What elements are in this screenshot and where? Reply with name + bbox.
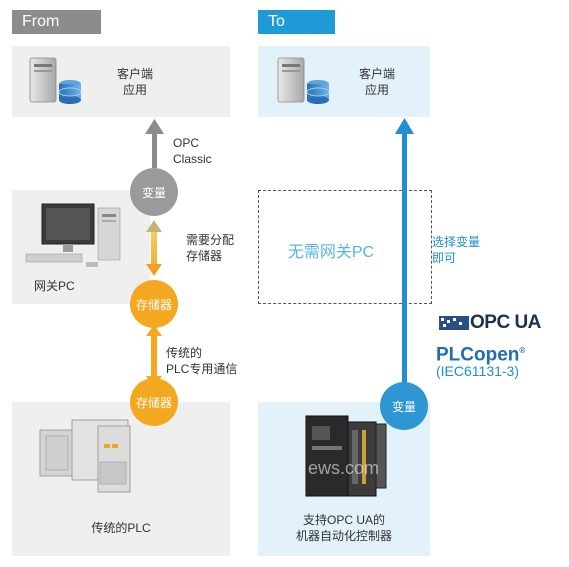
gateway-pc-icon [25,203,121,267]
from-variable-circle: 变量 [130,168,178,216]
controller-label: 支持OPC UA的 机器自动化控制器 [295,513,392,543]
from-tab[interactable]: From [12,10,101,34]
legacy-plc-label: 传统的PLC [91,521,151,535]
to-tab-label: To [268,13,285,30]
opcua-logo-mark [439,316,469,330]
iec-label: (IEC61131-3) [436,363,520,379]
gateway-storage-circle: 存储器 [130,280,178,328]
no-gateway-box [258,190,432,304]
legacy-plc-icon [39,419,131,493]
opc-classic-label: OPC Classic [173,136,212,166]
controller-icon [305,415,387,497]
to-client-label: 客户端 应用 [358,67,395,97]
from-tab-label: From [22,13,60,30]
to-server-icon [277,57,330,104]
gateway-pc-label: 网关PC [34,279,75,293]
opcua-logo: OPC UA [470,312,541,333]
plc-storage-circle: 存储器 [130,378,178,426]
no-gateway-label: 无需网关PC [287,244,375,261]
select-variable-label: 选择变量 即可 [432,235,481,265]
alloc-double-arrow [146,220,162,276]
need-alloc-label: 需要分配 存储器 [186,233,235,263]
to-tab[interactable]: To [258,10,335,34]
to-variable-circle: 变量 [380,382,428,430]
from-client-label: 客户端 应用 [116,67,153,97]
watermark: ews.com [308,458,380,478]
from-server-icon [29,57,82,104]
opc-classic-arrow [145,119,164,168]
plcopen-logo: PLCopen® [436,344,526,366]
legacy-comm-label: 传统的 PLC专用通信 [166,346,238,376]
select-variable-arrow [395,118,414,390]
